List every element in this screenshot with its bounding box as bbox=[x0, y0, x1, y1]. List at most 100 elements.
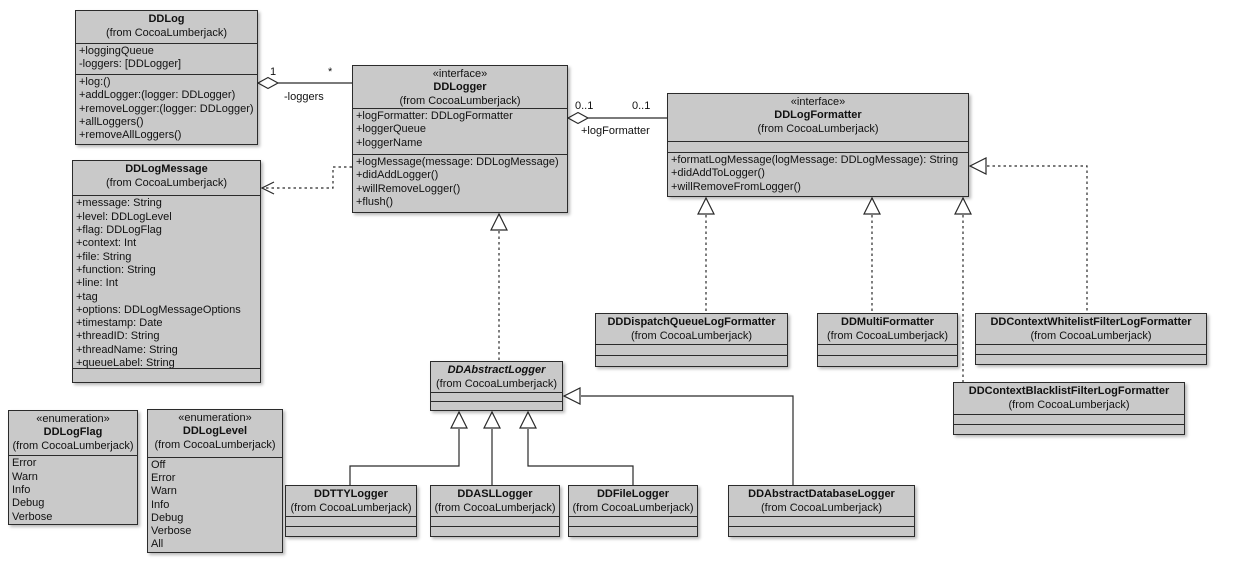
class-title: «enumeration» DDLogLevel (from CocoaLumb… bbox=[148, 410, 282, 457]
class-name: DDLogFormatter bbox=[774, 109, 862, 121]
class-stereotype: «enumeration» bbox=[36, 413, 110, 425]
member-line: +queueLabel: String bbox=[76, 356, 175, 369]
class-methods: +logMessage(message: DDLogMessage)+didAd… bbox=[353, 154, 567, 212]
class-attributes bbox=[668, 141, 968, 152]
member-line: +threadID: String bbox=[76, 330, 160, 343]
member-line: +logMessage(message: DDLogMessage) bbox=[356, 156, 559, 168]
generalization-ddfilelogger-ddabstractlogger bbox=[519, 410, 634, 485]
member-line: +removeAllLoggers() bbox=[79, 129, 182, 142]
class-box-dddispatchqueuelogformatter: DDDispatchQueueLogFormatter (from CocoaL… bbox=[595, 313, 788, 367]
class-title: DDAbstractDatabaseLogger (from CocoaLumb… bbox=[729, 486, 914, 516]
class-package: (from CocoaLumberjack) bbox=[434, 501, 556, 514]
class-package: (from CocoaLumberjack) bbox=[12, 439, 134, 452]
aggregation-ddlog-loggers bbox=[256, 76, 352, 90]
member-line: +willRemoveLogger() bbox=[356, 182, 461, 195]
class-package: (from CocoaLumberjack) bbox=[290, 501, 412, 514]
class-stereotype: «enumeration» bbox=[178, 412, 252, 424]
class-name: DDAbstractLogger bbox=[447, 364, 546, 376]
class-box-ddcontextblacklistfilterlogformatter: DDContextBlacklistFilterLogFormatter (fr… bbox=[953, 382, 1185, 435]
member-line: +log:() bbox=[79, 76, 111, 88]
class-title: DDDispatchQueueLogFormatter (from CocoaL… bbox=[596, 314, 787, 344]
member-line: +message: String bbox=[76, 197, 162, 210]
member-line: Verbose bbox=[151, 525, 192, 538]
class-package: (from CocoaLumberjack) bbox=[435, 377, 558, 390]
class-methods bbox=[729, 526, 914, 536]
class-title: DDLog (from CocoaLumberjack) bbox=[76, 11, 257, 43]
class-box-ddabstractlogger: DDAbstractLogger (from CocoaLumberjack) bbox=[430, 361, 563, 411]
member-line: Error bbox=[151, 471, 176, 484]
multiplicity-logformatter-target: 0..1 bbox=[632, 100, 651, 112]
class-box-ddlogmessage: DDLogMessage (from CocoaLumberjack) +mes… bbox=[72, 160, 261, 383]
member-line: +flush() bbox=[356, 195, 393, 208]
class-package: (from CocoaLumberjack) bbox=[399, 94, 521, 107]
class-package: (from CocoaLumberjack) bbox=[105, 26, 228, 39]
member-line: Debug bbox=[12, 497, 45, 510]
class-methods bbox=[596, 355, 787, 366]
class-attributes bbox=[976, 344, 1206, 354]
member-line: +allLoggers() bbox=[79, 115, 144, 128]
role-label-loggers: -loggers bbox=[284, 91, 324, 103]
realization-dddispatchqueuelogformatter-ddlogformatter bbox=[697, 196, 715, 313]
realization-ddabstractlogger-ddlogger bbox=[490, 212, 508, 361]
member-line: +formatLogMessage(logMessage: DDLogMessa… bbox=[671, 154, 959, 166]
class-title: DDASLLogger (from CocoaLumberjack) bbox=[431, 486, 559, 516]
dependency-ddlogger-ddlogmessage bbox=[260, 166, 352, 195]
class-box-ddabstractdatabaselogger: DDAbstractDatabaseLogger (from CocoaLumb… bbox=[728, 485, 915, 537]
role-label-logformatter: +logFormatter bbox=[581, 125, 650, 137]
class-name: DDContextWhitelistFilterLogFormatter bbox=[990, 316, 1192, 328]
class-attributes bbox=[286, 516, 416, 526]
class-name: DDMultiFormatter bbox=[841, 316, 934, 328]
class-box-ddmultiformatter: DDMultiFormatter (from CocoaLumberjack) bbox=[817, 313, 958, 367]
class-box-ddcontextwhitelistfilterlogformatter: DDContextWhitelistFilterLogFormatter (fr… bbox=[975, 313, 1207, 365]
class-package: (from CocoaLumberjack) bbox=[826, 329, 949, 342]
class-methods bbox=[286, 526, 416, 536]
member-line: +loggingQueue bbox=[79, 45, 154, 57]
member-line: Info bbox=[151, 498, 170, 511]
class-attributes bbox=[818, 344, 957, 355]
generalization-ddabstractdatabaselogger-ddabstractlogger bbox=[562, 387, 794, 485]
class-attributes bbox=[954, 414, 1184, 424]
class-title: DDLogMessage (from CocoaLumberjack) bbox=[73, 161, 260, 195]
class-name: DDLogFlag bbox=[43, 426, 103, 438]
member-line: +flag: DDLogFlag bbox=[76, 224, 162, 237]
class-methods bbox=[431, 401, 562, 410]
class-methods bbox=[976, 354, 1206, 364]
class-title: «enumeration» DDLogFlag (from CocoaLumbe… bbox=[9, 411, 137, 455]
class-methods bbox=[818, 355, 957, 366]
class-title: DDTTYLogger (from CocoaLumberjack) bbox=[286, 486, 416, 516]
class-package: (from CocoaLumberjack) bbox=[757, 122, 879, 135]
member-line: +timestamp: Date bbox=[76, 317, 163, 330]
class-package: (from CocoaLumberjack) bbox=[630, 329, 753, 342]
class-attributes bbox=[431, 392, 562, 401]
class-attributes bbox=[431, 516, 559, 526]
member-line: Off bbox=[151, 458, 166, 471]
generalization-ddasllogger-ddabstractlogger bbox=[483, 410, 501, 485]
member-line: +context: Int bbox=[76, 237, 137, 250]
member-line: +didAddLogger() bbox=[356, 169, 439, 182]
class-package: (from CocoaLumberjack) bbox=[154, 438, 276, 451]
member-line: +file: String bbox=[76, 250, 132, 263]
multiplicity-ddlog-end: 1 bbox=[270, 66, 277, 78]
realization-ddcontextwhitelistfilterlogformatter-ddlogformatter bbox=[968, 157, 1088, 313]
class-package: (from CocoaLumberjack) bbox=[1030, 329, 1152, 342]
member-line: +threadName: String bbox=[76, 343, 178, 356]
class-methods bbox=[73, 368, 260, 382]
member-line: +loggerQueue bbox=[356, 123, 427, 136]
class-methods: +formatLogMessage(logMessage: DDLogMessa… bbox=[668, 152, 968, 196]
class-title: DDFileLogger (from CocoaLumberjack) bbox=[569, 486, 697, 516]
class-title: DDContextWhitelistFilterLogFormatter (fr… bbox=[976, 314, 1206, 344]
class-box-ddloglevel: «enumeration» DDLogLevel (from CocoaLumb… bbox=[147, 409, 283, 553]
member-line: +function: String bbox=[76, 263, 156, 276]
member-line: +removeLogger:(logger: DDLogger) bbox=[79, 102, 254, 115]
member-line: All bbox=[151, 538, 164, 551]
member-line: +tag bbox=[76, 290, 98, 303]
class-box-ddlogformatter: «interface» DDLogFormatter (from CocoaLu… bbox=[667, 93, 969, 197]
class-package: (from CocoaLumberjack) bbox=[760, 501, 883, 514]
class-title: «interface» DDLogger (from CocoaLumberja… bbox=[353, 66, 567, 108]
class-attributes: +logFormatter: DDLogFormatter+loggerQueu… bbox=[353, 108, 567, 154]
class-methods bbox=[569, 526, 697, 536]
class-name: DDTTYLogger bbox=[314, 488, 388, 500]
